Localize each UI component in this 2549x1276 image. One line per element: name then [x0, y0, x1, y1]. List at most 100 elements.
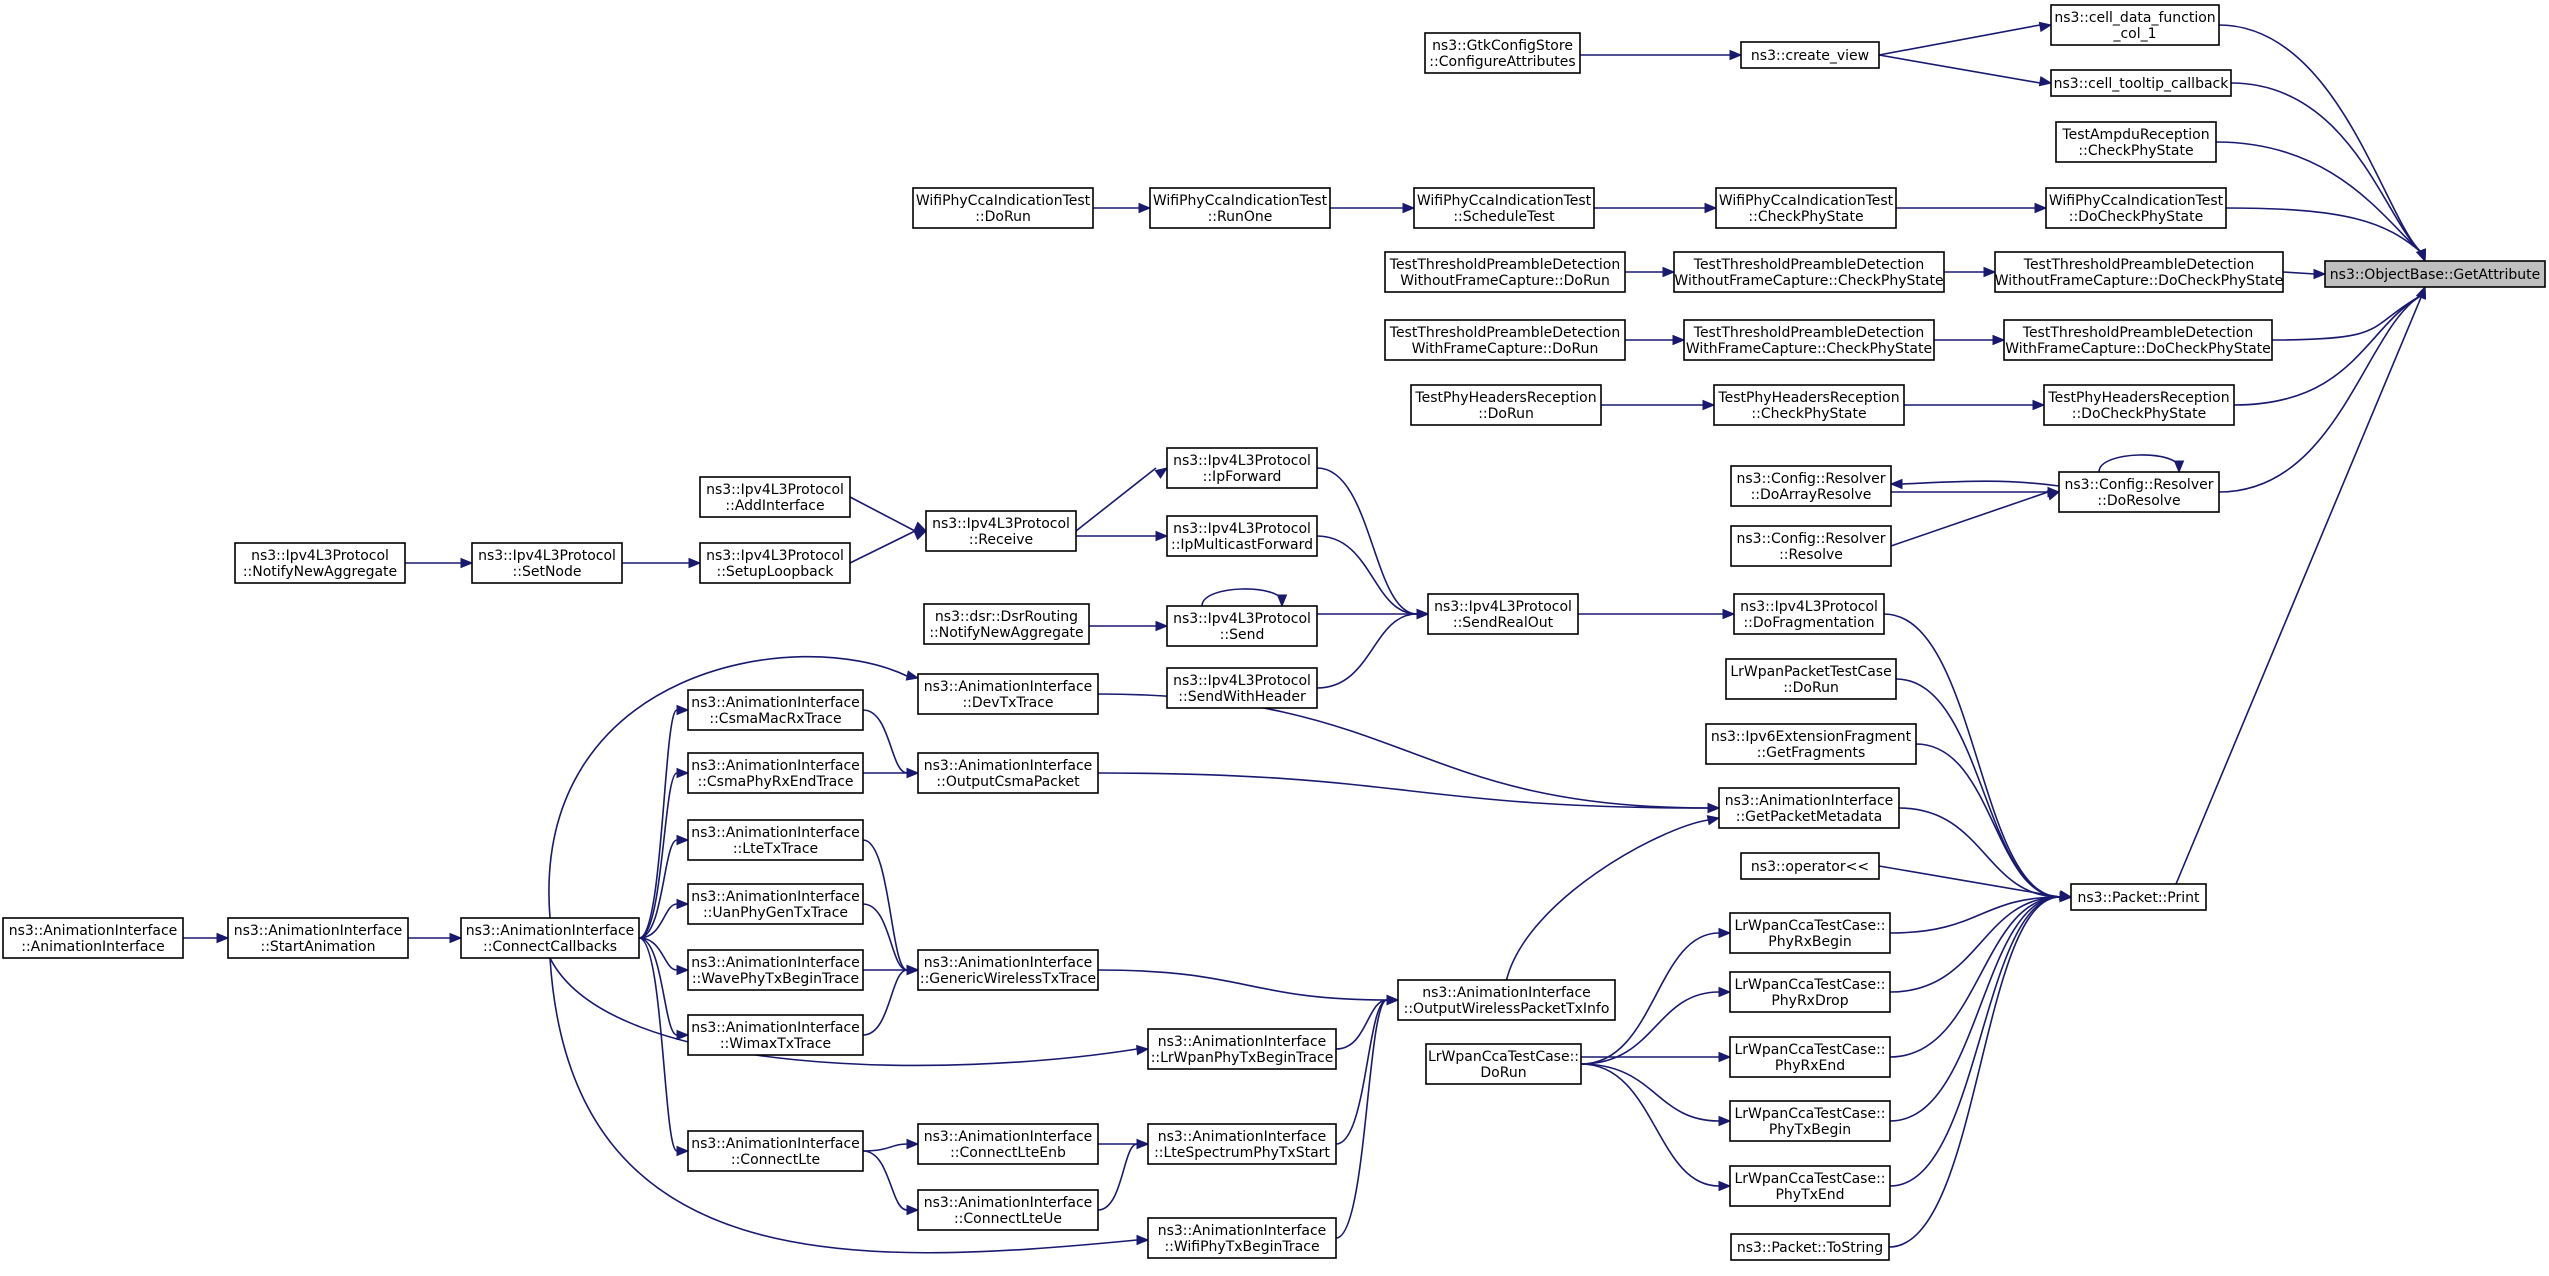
node-ai-ltespectrum[interactable]: ns3::AnimationInterface::LteSpectrumPhyT… [1147, 1123, 1337, 1165]
node-label: ns3::Packet::Print [2078, 890, 2200, 906]
node-ipv4-receive[interactable]: ns3::Ipv4L3Protocol::Receive [925, 510, 1077, 552]
node-root[interactable]: ns3::ObjectBase::GetAttribute [2324, 260, 2546, 288]
node-ai-connectlteue[interactable]: ns3::AnimationInterface::ConnectLteUe [917, 1189, 1099, 1231]
node-box [687, 949, 864, 991]
node-ai-devtxtrace[interactable]: ns3::AnimationInterface::DevTxTrace [917, 673, 1099, 715]
node-ai-lrwpanphy[interactable]: ns3::AnimationInterface::LrWpanPhyTxBegi… [1147, 1028, 1337, 1070]
edge-line [1888, 896, 2061, 1248]
node-ipv4-dofrag[interactable]: ns3::Ipv4L3Protocol::DoFragmentation [1733, 593, 1885, 635]
node-ipv4-notify[interactable]: ns3::Ipv4L3Protocol::NotifyNewAggregate [234, 542, 406, 584]
node-ai-wimax[interactable]: ns3::AnimationInterface::WimaxTxTrace [687, 1014, 864, 1056]
node-ipv4-ipmulticast[interactable]: ns3::Ipv4L3Protocol::IpMulticastForward [1166, 515, 1318, 557]
node-ai-csmamacrx[interactable]: ns3::AnimationInterface::CsmaMacRxTrace [687, 689, 864, 731]
node-wifi-do-check[interactable]: WifiPhyCcaIndicationTest::DoCheckPhyStat… [2045, 187, 2227, 229]
node-label: TestAmpduReception [2061, 127, 2209, 143]
node-wifi-dorun[interactable]: WifiPhyCcaIndicationTest::DoRun [912, 187, 1094, 229]
node-label: ns3::create_view [1751, 48, 1869, 64]
edge-line [638, 772, 678, 939]
edge-tpd_w_docheck-to-root [2271, 285, 2426, 341]
node-ai-connectlteenb[interactable]: ns3::AnimationInterface::ConnectLteEnb [917, 1123, 1099, 1165]
node-label: ::DoResolve [2097, 493, 2180, 509]
node-tpd-wo-docheck[interactable]: TestThresholdPreambleDetectionWithoutFra… [1994, 251, 2284, 293]
edge-line [1335, 999, 1388, 1050]
node-packet-tostring[interactable]: ns3::Packet::ToString [1730, 1233, 1890, 1261]
node-cell-data[interactable]: ns3::cell_data_function_col_1 [2050, 4, 2220, 46]
node-dsr-notify[interactable]: ns3::dsr::DsrRouting::NotifyNewAggregate [923, 603, 1090, 645]
node-ipv4-setnode[interactable]: ns3::Ipv4L3Protocol::SetNode [471, 542, 623, 584]
node-packet-print[interactable]: ns3::Packet::Print [2070, 883, 2207, 911]
node-ai-ltetx[interactable]: ns3::AnimationInterface::LteTxTrace [687, 819, 864, 861]
node-cca-phyrxbegin[interactable]: LrWpanCcaTestCase::PhyRxBegin [1729, 912, 1891, 954]
node-cca-dorun[interactable]: LrWpanCcaTestCase::DoRun [1425, 1043, 1582, 1085]
node-ipv4-ipforward[interactable]: ns3::Ipv4L3Protocol::IpForward [1166, 447, 1318, 489]
node-tpd-wo-dorun[interactable]: TestThresholdPreambleDetectionWithoutFra… [1384, 251, 1626, 293]
node-create-view[interactable]: ns3::create_view [1740, 41, 1880, 69]
node-box [471, 542, 623, 584]
node-ipv6-getfragments[interactable]: ns3::Ipv6ExtensionFragment::GetFragments [1705, 723, 1917, 765]
node-ai-getpacketmetadata[interactable]: ns3::AnimationInterface::GetPacketMetada… [1718, 787, 1900, 829]
edge-arrowhead [1276, 594, 1288, 608]
node-ipv4-addinterface[interactable]: ns3::Ipv4L3Protocol::AddInterface [699, 476, 851, 518]
edge-tpd_wo_dorun-to-tpd_wo_check [1625, 266, 1676, 278]
node-box [2070, 883, 2207, 911]
node-ipv4-sendwithheader[interactable]: ns3::Ipv4L3Protocol::SendWithHeader [1166, 667, 1318, 709]
edge-line [2175, 294, 2423, 885]
node-ai-wifiphy[interactable]: ns3::AnimationInterface::WifiPhyTxBeginT… [1147, 1217, 1337, 1259]
node-tpd-w-docheck[interactable]: TestThresholdPreambleDetectionWithFrameC… [2003, 319, 2273, 361]
node-box [1166, 605, 1318, 647]
node-phh-check[interactable]: TestPhyHeadersReception::CheckPhyState [1713, 384, 1905, 426]
node-gtk-config[interactable]: ns3::GtkConfigStore::ConfigureAttributes [1424, 32, 1581, 74]
node-box [1729, 912, 1891, 954]
node-phh-dorun[interactable]: TestPhyHeadersReception::DoRun [1410, 384, 1602, 426]
edge-arrowhead [2038, 75, 2053, 87]
edge-line [638, 903, 678, 939]
edge-arrowhead [906, 767, 920, 779]
node-label: ns3::cell_tooltip_callback [2054, 76, 2230, 92]
node-label: WifiPhyCcaIndicationTest [2049, 193, 2224, 209]
node-box [699, 542, 851, 584]
node-ipv4-setuploopback[interactable]: ns3::Ipv4L3Protocol::SetupLoopback [699, 542, 851, 584]
node-ai-uanphygen[interactable]: ns3::AnimationInterface::UanPhyGenTxTrac… [687, 883, 864, 925]
node-ai-connectcallbacks[interactable]: ns3::AnimationInterface::ConnectCallback… [460, 917, 640, 959]
edge-arrowhead [1138, 202, 1152, 214]
node-wifi-schedule[interactable]: WifiPhyCcaIndicationTest::ScheduleTest [1413, 187, 1595, 229]
node-label: WithFrameCapture::DoRun [1412, 341, 1599, 357]
edge-arrowhead [1155, 530, 1169, 542]
node-cca-phytxend[interactable]: LrWpanCcaTestCase::PhyTxEnd [1729, 1165, 1891, 1207]
node-wifi-check[interactable]: WifiPhyCcaIndicationTest::CheckPhyState [1715, 187, 1897, 229]
node-resolver-doarray[interactable]: ns3::Config::Resolver::DoArrayResolve [1730, 465, 1892, 507]
node-ai-outputcsma[interactable]: ns3::AnimationInterface::OutputCsmaPacke… [917, 752, 1099, 794]
node-ai-wavephy[interactable]: ns3::AnimationInterface::WavePhyTxBeginT… [687, 949, 864, 991]
edge-line [1316, 613, 1418, 689]
node-ai-connectlte[interactable]: ns3::AnimationInterface::ConnectLte [687, 1130, 864, 1172]
edge-line [638, 839, 678, 939]
edge-line [1889, 896, 2061, 993]
node-resolver-doresolve[interactable]: ns3::Config::Resolver::DoResolve [2058, 471, 2220, 513]
node-ipv4-send[interactable]: ns3::Ipv4L3Protocol::Send [1166, 605, 1318, 647]
node-operator-ll[interactable]: ns3::operator<< [1740, 852, 1880, 880]
edge-arrowhead [449, 932, 463, 944]
node-cca-phyrxdrop[interactable]: LrWpanCcaTestCase::PhyRxDrop [1729, 971, 1891, 1013]
node-tpd-wo-check[interactable]: TestThresholdPreambleDetectionWithoutFra… [1673, 251, 1945, 293]
node-phh-docheck[interactable]: TestPhyHeadersReception::DoCheckPhyState [2043, 384, 2235, 426]
node-label: ns3::AnimationInterface [1725, 793, 1894, 809]
node-ai-startanimation[interactable]: ns3::AnimationInterface::StartAnimation [227, 917, 409, 959]
node-ai-outputwireless[interactable]: ns3::AnimationInterface::OutputWirelessP… [1397, 979, 1616, 1021]
node-tpd-w-check[interactable]: TestThresholdPreambleDetectionWithFrameC… [1683, 319, 1935, 361]
node-ipv4-sendrealout[interactable]: ns3::Ipv4L3Protocol::SendRealOut [1427, 593, 1579, 635]
node-ai-ctor[interactable]: ns3::AnimationInterface::AnimationInterf… [2, 917, 184, 959]
node-resolver-resolve[interactable]: ns3::Config::Resolver::Resolve [1730, 525, 1892, 567]
node-ai-genericwireless[interactable]: ns3::AnimationInterface::GenericWireless… [917, 949, 1099, 991]
node-ai-csmaphyrxend[interactable]: ns3::AnimationInterface::CsmaPhyRxEndTra… [687, 752, 864, 794]
node-label: ::UanPhyGenTxTrace [703, 905, 848, 921]
node-wifi-runone[interactable]: WifiPhyCcaIndicationTest::RunOne [1149, 187, 1331, 229]
node-box [1725, 658, 1897, 700]
node-ampdu-check[interactable]: TestAmpduReception::CheckPhyState [2055, 121, 2217, 163]
edge-cca_dorun-to-cca_phyrxbegin [1580, 927, 1732, 1065]
node-tpd-w-dorun[interactable]: TestThresholdPreambleDetectionWithFrameC… [1384, 319, 1626, 361]
node-cca-phytxbegin[interactable]: LrWpanCcaTestCase::PhyTxBegin [1729, 1100, 1891, 1142]
node-cca-phyrxend[interactable]: LrWpanCcaTestCase::PhyRxEnd [1729, 1036, 1891, 1078]
edge-arrowhead [906, 1204, 920, 1216]
node-lrwpan-packet-dorun[interactable]: LrWpanPacketTestCase::DoRun [1725, 658, 1897, 700]
node-cell-tooltip[interactable]: ns3::cell_tooltip_callback [2050, 69, 2232, 97]
